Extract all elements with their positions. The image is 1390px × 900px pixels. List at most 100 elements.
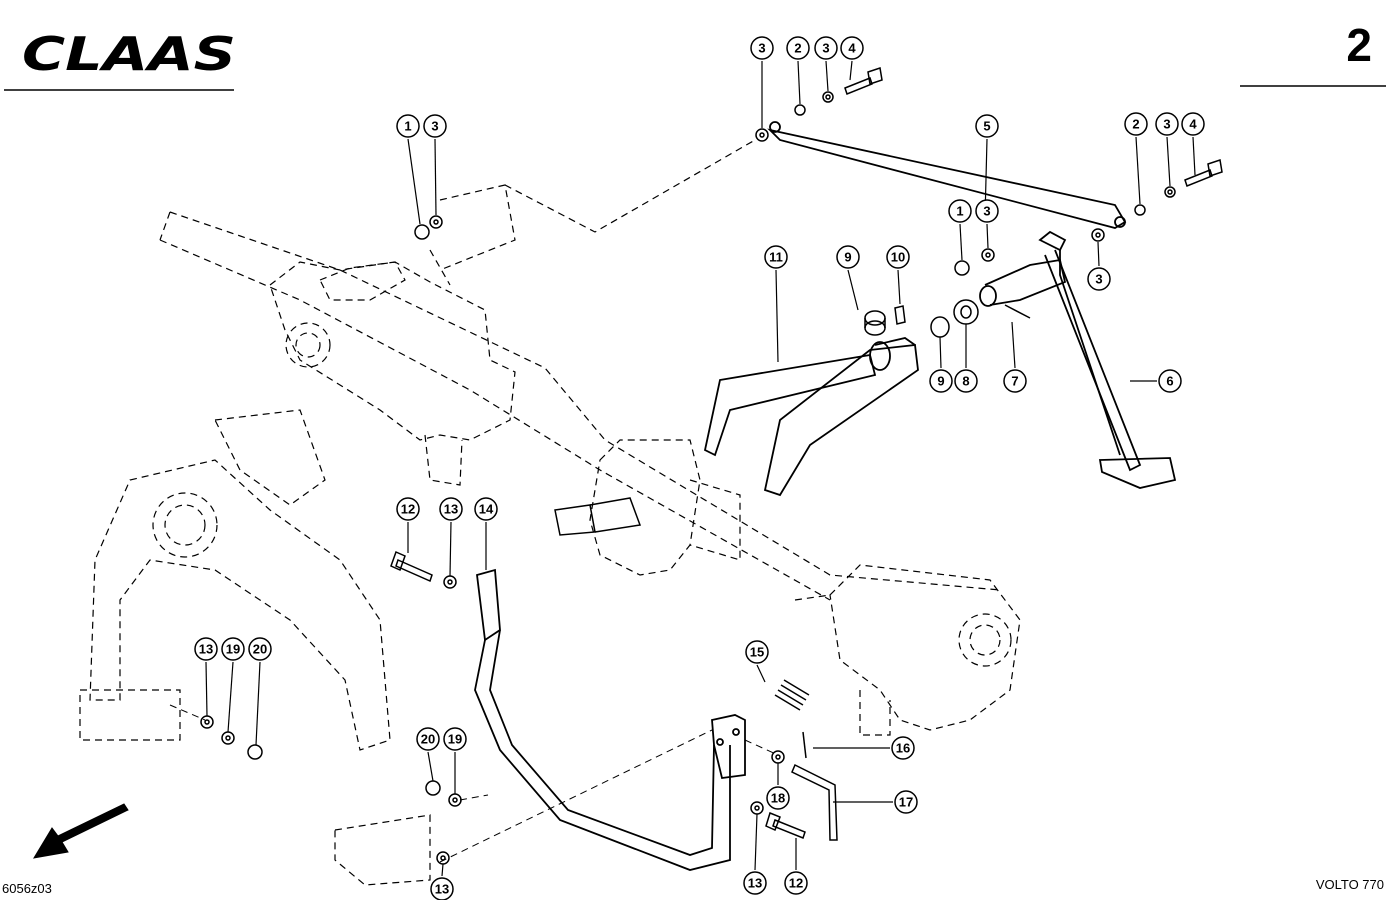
callout-13: 13 xyxy=(194,637,218,661)
part-6-stand xyxy=(979,230,1177,489)
callout-20: 20 xyxy=(248,637,272,661)
part-11-bracket xyxy=(703,337,919,497)
callout-label: 5 xyxy=(983,119,990,134)
callout-circle xyxy=(764,245,788,269)
callout-3: 3 xyxy=(423,114,447,138)
callout-label: 13 xyxy=(435,882,449,897)
callout-circle xyxy=(954,369,978,393)
callout-9: 9 xyxy=(929,369,953,393)
callout-circle xyxy=(443,727,467,751)
callout-label: 4 xyxy=(1189,117,1197,132)
brand-logo-text: CLAAS xyxy=(22,27,236,81)
callout-circle xyxy=(743,871,767,895)
callout-label: 1 xyxy=(404,119,411,134)
callout-2: 2 xyxy=(786,36,810,60)
callout-8: 8 xyxy=(954,369,978,393)
callout-7: 7 xyxy=(1003,369,1027,393)
callout-circle xyxy=(766,786,790,810)
callout-label: 7 xyxy=(1011,374,1018,389)
callout-label: 18 xyxy=(771,791,785,806)
callout-19: 19 xyxy=(443,727,467,751)
callout-circle xyxy=(248,637,272,661)
callout-circle xyxy=(1158,369,1182,393)
callout-circle xyxy=(1003,369,1027,393)
callout-circle xyxy=(786,36,810,60)
callout-circle xyxy=(836,245,860,269)
callout-label: 3 xyxy=(822,41,829,56)
callout-circle xyxy=(396,114,420,138)
callout-circle xyxy=(221,637,245,661)
callout-label: 9 xyxy=(937,374,944,389)
callout-label: 3 xyxy=(983,204,990,219)
callout-circle xyxy=(416,727,440,751)
callout-label: 13 xyxy=(199,642,213,657)
callout-4: 4 xyxy=(1181,112,1205,136)
callout-circle xyxy=(929,369,953,393)
assembly-guides xyxy=(169,704,779,863)
callout-13: 13 xyxy=(430,877,454,900)
callout-10: 10 xyxy=(886,245,910,269)
callout-17: 17 xyxy=(894,790,918,814)
callout-15: 15 xyxy=(745,640,769,664)
callout-circle xyxy=(894,790,918,814)
callout-14: 14 xyxy=(474,497,498,521)
callout-label: 10 xyxy=(891,250,905,265)
callout-circle xyxy=(1181,112,1205,136)
callout-circle xyxy=(745,640,769,664)
callout-label: 3 xyxy=(1163,117,1170,132)
callout-4: 4 xyxy=(840,36,864,60)
callout-19: 19 xyxy=(221,637,245,661)
callout-12: 12 xyxy=(784,871,808,895)
callout-6: 6 xyxy=(1158,369,1182,393)
callout-label: 15 xyxy=(750,645,764,660)
callout-circle xyxy=(1124,112,1148,136)
callout-label: 1 xyxy=(956,204,963,219)
callout-circle xyxy=(891,736,915,760)
callout-circle xyxy=(423,114,447,138)
callout-3: 3 xyxy=(975,199,999,223)
callout-label: 13 xyxy=(444,502,458,517)
frame-chassis xyxy=(79,139,1021,886)
callout-label: 2 xyxy=(794,41,801,56)
callout-label: 3 xyxy=(758,41,765,56)
callout-16: 16 xyxy=(891,736,915,760)
pto-shaft-end xyxy=(554,497,642,536)
callout-13: 13 xyxy=(439,497,463,521)
claas-logo: CLAAS xyxy=(22,27,236,81)
callout-circle xyxy=(886,245,910,269)
callout-circle xyxy=(750,36,774,60)
callout-1: 1 xyxy=(396,114,420,138)
callout-circle xyxy=(948,199,972,223)
callout-1: 1 xyxy=(948,199,972,223)
callout-circle xyxy=(814,36,838,60)
callout-label: 3 xyxy=(1095,272,1102,287)
callout-18: 18 xyxy=(766,786,790,810)
callout-2: 2 xyxy=(1124,112,1148,136)
callout-label: 19 xyxy=(448,732,462,747)
hardware-parts xyxy=(200,67,1223,865)
callout-label: 20 xyxy=(421,732,435,747)
callout-circle xyxy=(439,497,463,521)
drawing-id: 6056z03 xyxy=(2,881,52,896)
part-14-support-leg xyxy=(474,568,746,871)
callout-label: 20 xyxy=(253,642,267,657)
callout-circle xyxy=(1155,112,1179,136)
callout-9: 9 xyxy=(836,245,860,269)
callout-circle xyxy=(975,199,999,223)
direction-arrow-icon xyxy=(33,803,129,859)
callout-label: 16 xyxy=(896,741,910,756)
callout-3: 3 xyxy=(750,36,774,60)
callout-11: 11 xyxy=(764,245,788,269)
callout-3: 3 xyxy=(1087,267,1111,291)
callout-circle xyxy=(430,877,454,900)
callout-5: 5 xyxy=(975,114,999,138)
callout-label: 12 xyxy=(789,876,803,891)
callout-12: 12 xyxy=(396,497,420,521)
callout-label: 8 xyxy=(962,374,969,389)
callout-label: 2 xyxy=(1132,117,1139,132)
callout-label: 19 xyxy=(226,642,240,657)
part-5-link-rod xyxy=(767,121,1127,229)
callout-label: 14 xyxy=(479,502,494,517)
callout-circle xyxy=(474,497,498,521)
